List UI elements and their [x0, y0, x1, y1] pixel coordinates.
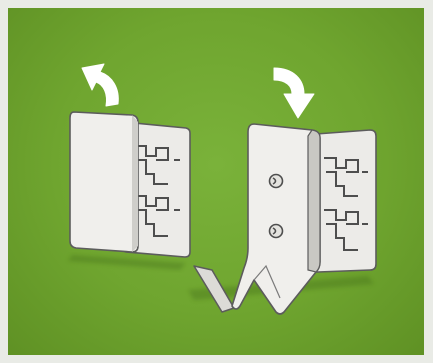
- left-bracket-assembly: [68, 64, 190, 270]
- right-wall-plate: [312, 130, 376, 272]
- screw-hole-lower: [270, 225, 283, 238]
- right-bracket-assembly: [188, 68, 376, 314]
- arrow-curved-up-left-icon: [82, 64, 118, 106]
- arrow-curved-down-icon: [274, 68, 314, 118]
- installation-illustration: [8, 8, 424, 355]
- screw-hole-upper: [270, 175, 283, 188]
- illustration-panel: [8, 8, 424, 355]
- right-hook-bracket: [194, 124, 320, 314]
- left-front-panel: [70, 112, 138, 252]
